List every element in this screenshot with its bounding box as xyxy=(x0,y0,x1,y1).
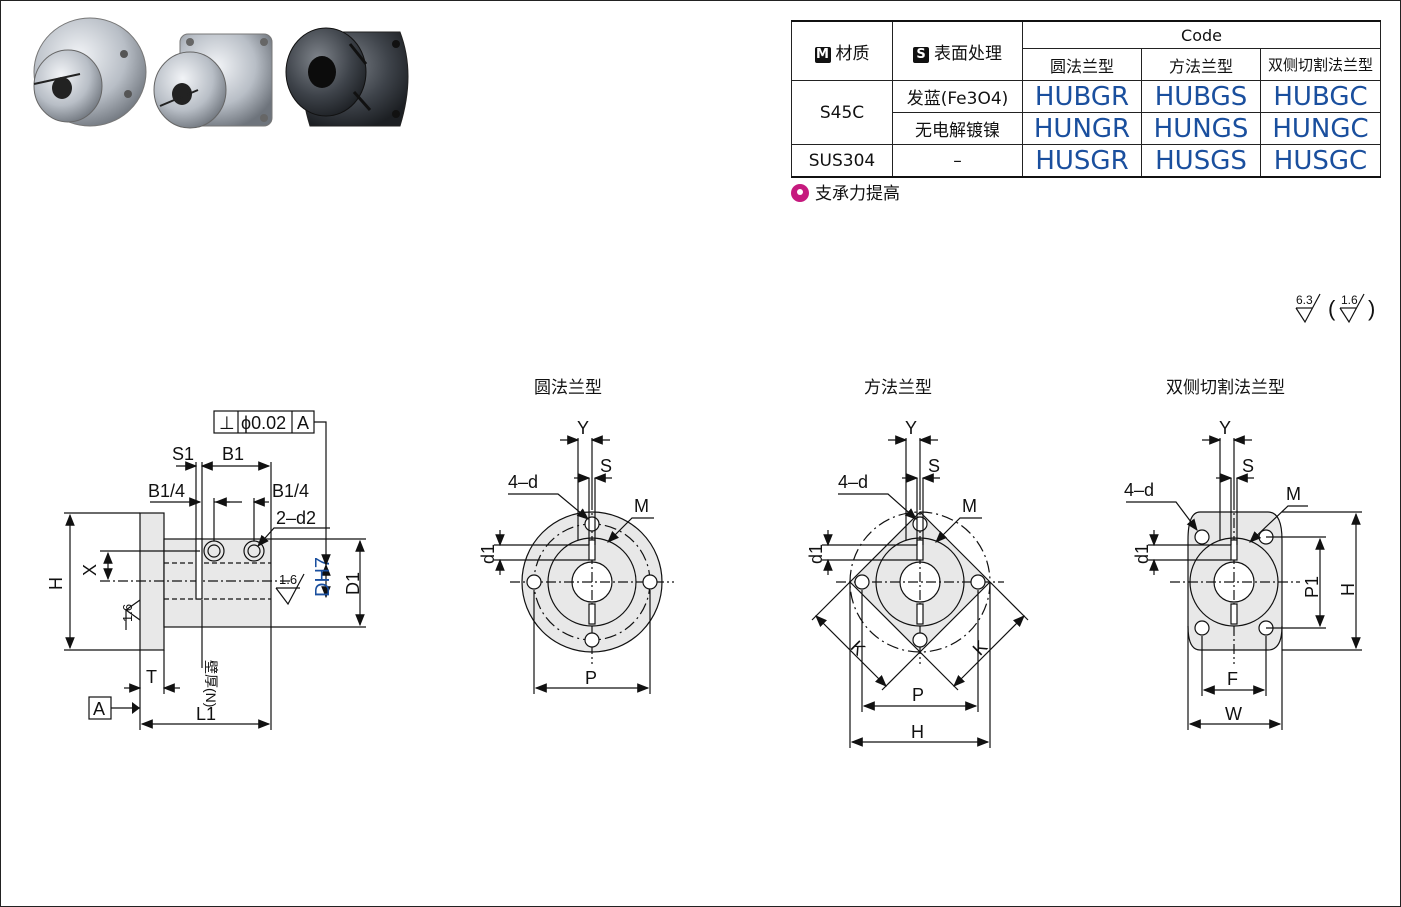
surface-cell: – xyxy=(892,144,1023,178)
material-badge: M xyxy=(814,46,831,63)
svg-text:P: P xyxy=(912,685,924,705)
round-flange-view: Y S 4–d M d1 P xyxy=(478,418,674,694)
svg-text:S: S xyxy=(928,456,940,476)
svg-text:1.6: 1.6 xyxy=(279,572,297,587)
svg-text:2–d2: 2–d2 xyxy=(276,508,316,528)
svg-text:P1: P1 xyxy=(1302,576,1322,598)
photo-round-flange xyxy=(33,17,147,127)
svg-text:T: T xyxy=(146,667,157,687)
code-cell: HUBGC xyxy=(1260,80,1381,113)
side-view: H X D1 DH7 ⊥ ϕ0.02 A S1 B1 B1/4 B1/4 2–d… xyxy=(46,410,366,730)
svg-text:W: W xyxy=(1225,704,1242,724)
square-flange-view: Y S 4–d M d1 K K P H xyxy=(806,418,1029,748)
svg-text:): ) xyxy=(1368,296,1375,321)
roughness-symbol: 6.3 ( 1.6 ) xyxy=(1295,293,1375,324)
svg-text:(: ( xyxy=(1328,296,1336,321)
svg-text:P: P xyxy=(585,668,597,688)
material-cell: S45C xyxy=(791,80,893,145)
svg-text:Y: Y xyxy=(1219,418,1231,438)
cut-flange-view: Y S 4–d M d1 P1 H F W xyxy=(1124,418,1362,730)
svg-text:1.6: 1.6 xyxy=(120,604,135,622)
svg-text:M: M xyxy=(1286,484,1301,504)
svg-text:M: M xyxy=(962,496,977,516)
svg-text:B1/4: B1/4 xyxy=(148,481,185,501)
feature-note: 支承力提高 xyxy=(791,179,900,204)
svg-text:DH7: DH7 xyxy=(312,557,334,597)
type-round: 圆法兰型 xyxy=(1022,48,1142,81)
svg-text:壁厚(N): 壁厚(N) xyxy=(203,660,219,707)
surface-cell: 无电解镀镍 xyxy=(892,112,1023,145)
svg-text:L1: L1 xyxy=(196,704,216,724)
svg-text:H: H xyxy=(46,577,66,590)
svg-text:D1: D1 xyxy=(343,572,363,595)
code-cell: HUNGC xyxy=(1260,112,1381,145)
table-row: SUS304 – HUSGR HUSGS HUSGC xyxy=(791,144,1381,178)
type-cut: 双侧切割法兰型 xyxy=(1260,48,1381,81)
surface-cell: 发蓝(Fe3O4) xyxy=(892,80,1023,113)
pin-icon xyxy=(791,184,809,202)
svg-text:Y: Y xyxy=(577,418,589,438)
svg-text:⊥: ⊥ xyxy=(219,413,235,433)
svg-text:B1/4: B1/4 xyxy=(272,481,309,501)
surface-badge: S xyxy=(913,46,929,63)
title-square: 方法兰型 xyxy=(864,378,932,398)
title-cut: 双侧切割法兰型 xyxy=(1166,378,1285,398)
svg-text:A: A xyxy=(93,699,105,719)
code-cell: HUSGS xyxy=(1141,144,1261,178)
table-row: 无电解镀镍 HUNGR HUNGS HUNGC xyxy=(792,112,1381,145)
svg-text:1.6: 1.6 xyxy=(1341,293,1358,307)
svg-text:d1: d1 xyxy=(478,544,498,564)
svg-text:M: M xyxy=(634,496,649,516)
code-cell: HUSGC xyxy=(1260,144,1381,178)
svg-text:S: S xyxy=(1242,456,1254,476)
code-cell: HUBGS xyxy=(1141,80,1261,113)
product-photos xyxy=(33,17,409,129)
code-cell: HUNGS xyxy=(1141,112,1261,145)
svg-text:F: F xyxy=(1227,669,1238,689)
svg-text:K: K xyxy=(969,637,992,660)
photo-square-flange xyxy=(153,33,273,129)
svg-text:d1: d1 xyxy=(806,544,826,564)
svg-text:6.3: 6.3 xyxy=(1296,293,1313,307)
svg-text:ϕ0.02: ϕ0.02 xyxy=(241,413,286,433)
svg-text:d1: d1 xyxy=(1132,544,1152,564)
table-row: S45C 发蓝(Fe3O4) HUBGR HUBGS HUBGC xyxy=(791,80,1381,145)
svg-text:S: S xyxy=(600,456,612,476)
svg-text:S1: S1 xyxy=(172,444,194,464)
material-cell: SUS304 xyxy=(791,144,893,178)
svg-text:4–d: 4–d xyxy=(1124,480,1154,500)
svg-text:Y: Y xyxy=(905,418,917,438)
svg-text:4–d: 4–d xyxy=(838,472,868,492)
svg-text:H: H xyxy=(1338,583,1358,596)
svg-text:H: H xyxy=(911,722,924,742)
code-cell: HUSGR xyxy=(1022,144,1142,178)
svg-text:X: X xyxy=(80,564,100,576)
svg-text:B1: B1 xyxy=(222,444,244,464)
title-round: 圆法兰型 xyxy=(534,378,602,398)
code-cell: HUNGR xyxy=(1022,112,1142,145)
svg-text:4–d: 4–d xyxy=(508,472,538,492)
svg-text:A: A xyxy=(297,413,309,433)
photo-cut-flange xyxy=(285,27,409,127)
